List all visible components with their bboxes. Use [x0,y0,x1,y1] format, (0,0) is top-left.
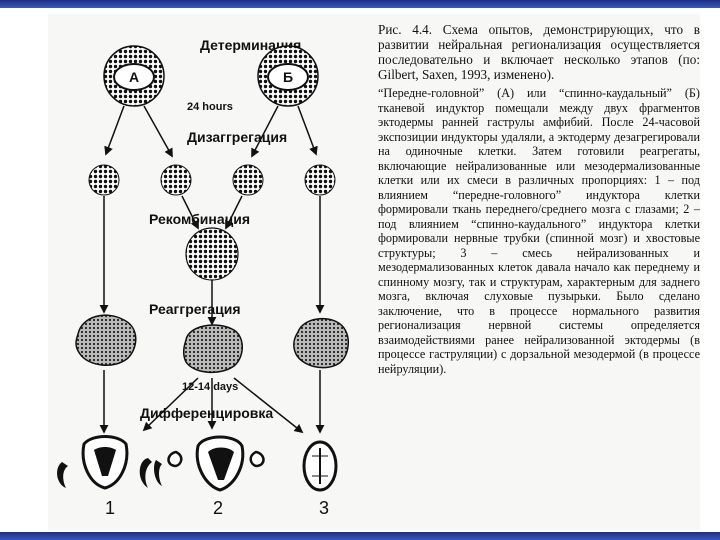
heading-recombination: Рекомбинация [149,211,250,227]
figure-caption: Рис. 4.4. Схема опытов, демонстрирующих,… [378,22,700,376]
recombined-cell-mass [186,228,238,280]
caption-title: Рис. 4.4. Схема опытов, демонстрирующих,… [378,22,700,82]
caption-body: “Передне-головной” (А) или “спинно-кауда… [378,86,700,376]
reaggregate-3 [294,319,348,368]
label-b: Б [283,69,293,85]
heading-hours: 24 hours [187,101,233,113]
reaggregate-2 [184,325,243,372]
cell-cluster-3 [233,165,263,195]
cell-cluster-1 [89,165,119,195]
result-number-2: 2 [213,498,223,518]
result-spinal-cord [304,442,336,490]
bottom-blue-border [0,532,720,540]
label-a: А [129,69,139,85]
result-forebrain-eyes [57,437,162,489]
result-number-3: 3 [319,498,329,518]
heading-disaggregation: Дизаггрегация [187,129,287,145]
heading-differentiation: Дифференцировка [140,405,273,421]
explant-a: А [104,46,164,106]
cell-cluster-4 [305,165,335,195]
heading-reaggregation: Реаггрегация [149,301,241,317]
explant-b: Б [258,46,318,106]
top-blue-border [0,0,720,8]
cell-cluster-2 [161,165,191,195]
experiment-diagram: Детерминация 24 hours Дизаггрегация Реко… [48,14,388,530]
reaggregate-1 [76,315,136,365]
heading-days: 12-14 days [182,381,238,393]
result-number-1: 1 [105,498,115,518]
result-hindbrain [169,437,264,490]
